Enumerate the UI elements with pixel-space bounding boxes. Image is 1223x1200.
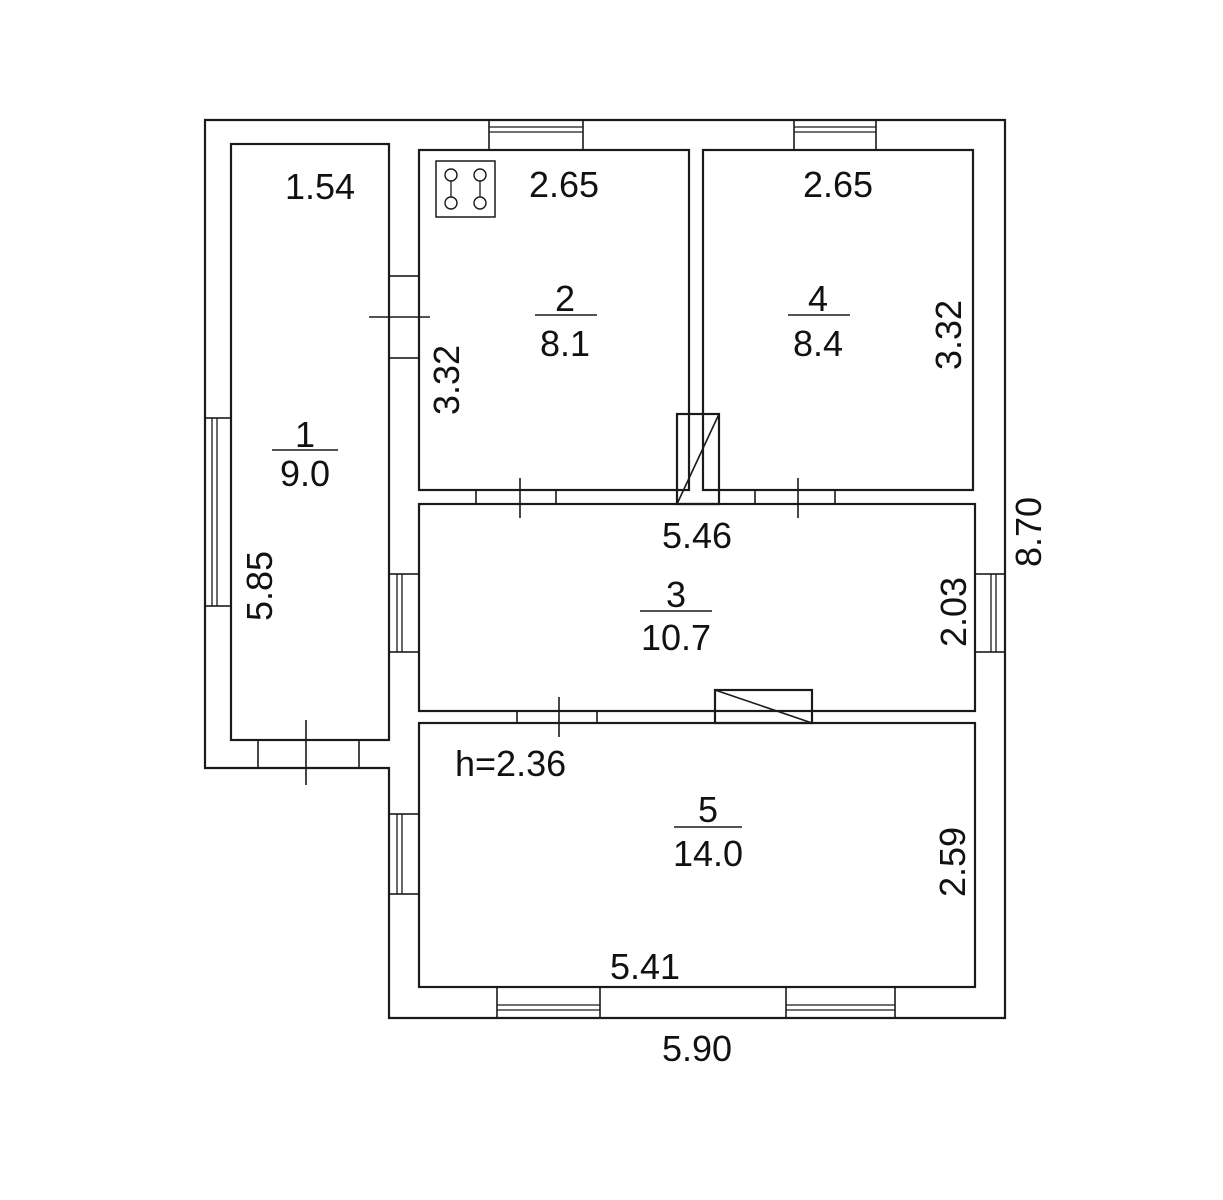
dim-room5-width: 2.59 xyxy=(932,827,973,897)
opening-room1-room2 xyxy=(369,275,430,359)
room-1-label: 1 9.0 xyxy=(272,414,338,494)
room-3-area: 10.7 xyxy=(641,617,711,658)
room-5-number: 5 xyxy=(698,789,718,830)
dim-overall-width: 5.90 xyxy=(662,1028,732,1069)
room-4-number: 4 xyxy=(808,278,828,319)
dim-room4-length: 3.32 xyxy=(928,300,969,370)
dim-room2-width: 2.65 xyxy=(529,164,599,205)
dim-overall-length: 8.70 xyxy=(1008,497,1049,567)
entrance-door-room1 xyxy=(257,720,360,785)
dim-room1-length: 5.85 xyxy=(239,551,280,621)
room-1-number: 1 xyxy=(295,414,315,455)
room-4-label: 4 8.4 xyxy=(788,278,850,364)
window-top-room4 xyxy=(793,119,877,151)
room-3-label: 3 10.7 xyxy=(640,574,712,658)
dim-room5-length: 5.41 xyxy=(610,946,680,987)
door-room2-room3 xyxy=(475,478,557,518)
opening-room1-room3 xyxy=(388,573,420,653)
dim-room2-length: 3.32 xyxy=(426,345,467,415)
stove-block-room3 xyxy=(713,688,814,725)
exterior-wall xyxy=(203,118,1007,1020)
room-3-number: 3 xyxy=(666,574,686,615)
room-4-area: 8.4 xyxy=(793,323,843,364)
door-room3-room5 xyxy=(516,697,598,737)
window-bottom-left-room5 xyxy=(496,986,601,1019)
room-5-label: 5 14.0 xyxy=(673,789,743,874)
room-5-area: 14.0 xyxy=(673,833,743,874)
dim-room4-width: 2.65 xyxy=(803,164,873,205)
stove-icon xyxy=(435,160,496,218)
dim-room3-length: 5.46 xyxy=(662,515,732,556)
window-bottom-right-room5 xyxy=(785,986,896,1019)
chimney-block xyxy=(675,412,721,506)
dim-room3-width: 2.03 xyxy=(933,577,974,647)
window-right-room3 xyxy=(974,573,1006,653)
room-2-label: 2 8.1 xyxy=(535,278,597,364)
window-left-room1 xyxy=(204,417,232,607)
window-top-room2 xyxy=(488,119,584,151)
room-1-area: 9.0 xyxy=(280,453,330,494)
opening-room5-left xyxy=(388,813,420,895)
ceiling-height: h=2.36 xyxy=(455,743,566,784)
door-room4-room3 xyxy=(754,478,836,518)
dim-room1-width: 1.54 xyxy=(285,166,355,207)
room-2-number: 2 xyxy=(555,278,575,319)
room-2-area: 8.1 xyxy=(540,323,590,364)
